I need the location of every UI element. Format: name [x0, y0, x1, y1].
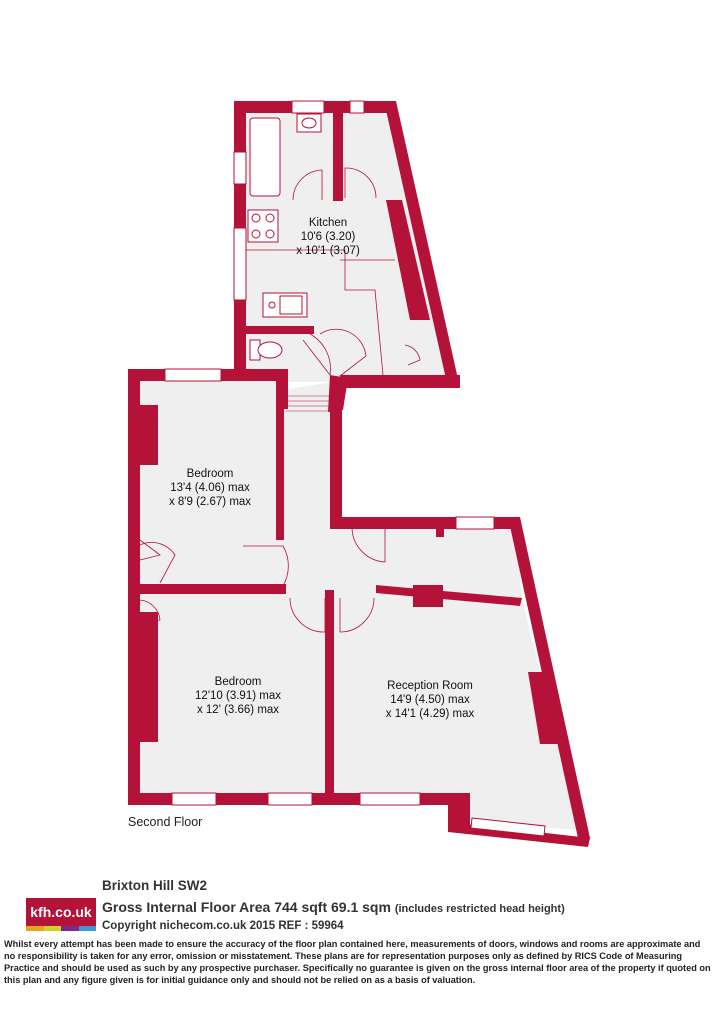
window — [267, 792, 313, 806]
floor-area: Gross Internal Floor Area 744 sqft 69.1 … — [102, 899, 565, 915]
room-name: Reception Room — [387, 680, 473, 692]
door — [339, 597, 375, 633]
logo-stripe — [26, 926, 44, 931]
room-name: Kitchen — [308, 217, 348, 229]
door — [139, 599, 161, 626]
bedroom-bottom-label: Bedroom 12'10 (3.91) max x 12' (3.66) ma… — [168, 675, 308, 717]
toilet-bowl — [257, 341, 283, 359]
window — [233, 151, 247, 185]
wall — [376, 585, 522, 606]
wall — [413, 585, 443, 607]
bathtub — [249, 117, 281, 197]
hob — [247, 209, 279, 243]
wall — [128, 369, 140, 805]
doors — [139, 167, 421, 633]
door — [289, 597, 326, 633]
logo-text: kfh.co.uk — [26, 898, 96, 926]
floor-label: Second Floor — [128, 815, 203, 829]
wall — [386, 200, 430, 320]
kfh-logo: kfh.co.uk — [26, 898, 96, 931]
wall — [508, 517, 590, 838]
wall — [234, 326, 314, 334]
room-dimension: 12'10 (3.91) max — [195, 690, 281, 702]
door — [139, 542, 176, 584]
window — [233, 227, 247, 301]
door — [404, 344, 421, 366]
reception-floor — [332, 598, 578, 830]
wall — [384, 101, 460, 388]
wall — [276, 400, 284, 540]
wall — [325, 590, 334, 800]
logo-stripes — [26, 926, 96, 931]
door — [292, 169, 323, 201]
wall — [436, 517, 444, 537]
hallway-floor — [282, 380, 345, 527]
wall — [330, 405, 342, 527]
wall — [420, 793, 470, 826]
reception-label: Reception Room 14'9 (4.50) max x 14'1 (4… — [370, 679, 490, 721]
door — [243, 545, 289, 587]
window — [164, 368, 222, 382]
floor-area-text: Gross Internal Floor Area 744 sqft 69.1 … — [102, 899, 391, 915]
window — [455, 516, 495, 530]
wall — [140, 405, 158, 465]
room-dimension: 13'4 (4.06) max — [170, 482, 250, 494]
stairs — [286, 395, 330, 412]
wall — [528, 672, 560, 744]
window — [171, 792, 217, 806]
room-name: Bedroom — [186, 468, 234, 480]
copyright: Copyright nichecom.co.uk 2015 REF : 5996… — [102, 920, 344, 932]
bedroom-top-label: Bedroom 13'4 (4.06) max x 8'9 (2.67) max — [150, 467, 270, 509]
disclaimer: Whilst every attempt has been made to en… — [4, 939, 711, 985]
property-address: Brixton Hill SW2 — [102, 878, 208, 893]
logo-stripe — [78, 926, 96, 931]
room-dimension: x 14'1 (4.29) max — [385, 708, 475, 720]
window — [291, 100, 325, 114]
door — [139, 539, 161, 561]
landing-floor — [140, 527, 522, 598]
floor-plan — [128, 100, 590, 847]
door — [351, 526, 386, 563]
door — [344, 167, 377, 199]
bedroom-bottom-floor — [140, 590, 332, 795]
wall — [333, 111, 343, 201]
room-dimension: 10'6 (3.20) — [300, 231, 356, 243]
window — [359, 792, 421, 806]
window — [470, 817, 546, 837]
worktop-lines — [246, 249, 395, 376]
floor-area-note: (includes restricted head height) — [394, 903, 565, 915]
basin — [301, 117, 317, 129]
fixtures — [247, 113, 322, 361]
room-dimension: x 12' (3.66) max — [196, 704, 280, 716]
wall — [328, 375, 348, 412]
room-dimension: x 8'9 (2.67) max — [168, 496, 252, 508]
room-dimension: x 10'1 (3.07) — [296, 245, 360, 257]
kitchen-label: Kitchen 10'6 (3.20) x 10'1 (3.07) — [283, 216, 373, 258]
door — [302, 333, 331, 376]
wall — [140, 584, 286, 594]
logo-stripe — [61, 926, 79, 931]
window — [349, 100, 365, 114]
room-name: Bedroom — [214, 676, 262, 688]
door — [319, 328, 367, 377]
windows — [164, 100, 546, 837]
room-dimension: 14'9 (4.50) max — [390, 694, 470, 706]
wall — [276, 369, 288, 409]
logo-stripe — [43, 926, 61, 931]
wall — [140, 612, 158, 742]
wall — [340, 375, 460, 388]
